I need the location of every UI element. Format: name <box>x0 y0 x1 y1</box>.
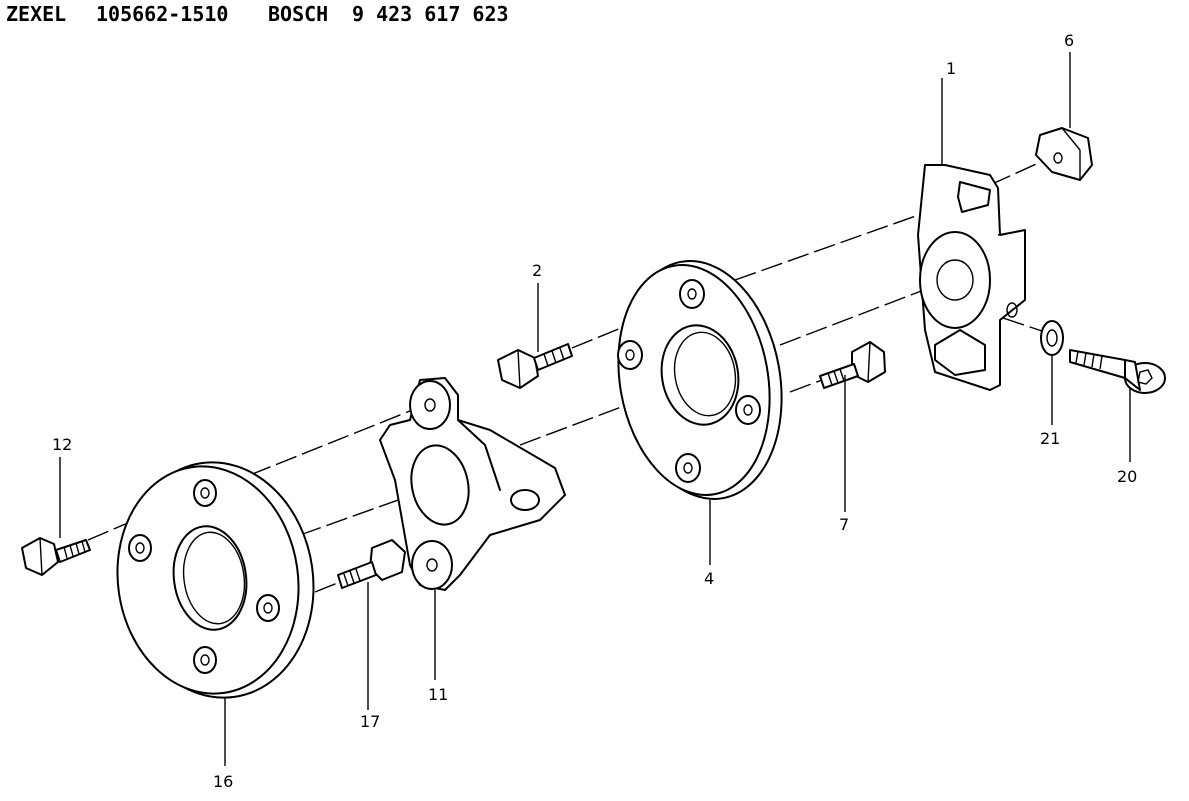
block-6 <box>1035 127 1093 181</box>
flange-disc-16 <box>116 461 315 699</box>
header-brand: BOSCH <box>268 2 329 26</box>
callout-1: 1 <box>946 59 956 78</box>
callout-6: 6 <box>1064 31 1074 50</box>
screw-20 <box>1069 349 1166 394</box>
callout-16: 16 <box>213 772 233 791</box>
washer-21 <box>1040 320 1064 356</box>
stud-17 <box>337 539 406 589</box>
callout-2: 2 <box>532 261 542 280</box>
callout-12: 12 <box>52 435 72 454</box>
bolt-2 <box>497 343 573 389</box>
callout-7: 7 <box>839 515 849 534</box>
callout-labels: 1 2 4 6 7 11 12 16 17 20 21 <box>52 31 1137 791</box>
callout-11: 11 <box>428 685 448 704</box>
bolt-12 <box>21 537 91 576</box>
coupling-housing-1 <box>917 164 1026 391</box>
header-brand-part-number: 9 423 617 623 <box>352 2 509 26</box>
callout-20: 20 <box>1117 467 1137 486</box>
callout-17: 17 <box>360 712 380 731</box>
header-maker: ZEXEL <box>6 2 67 26</box>
header-maker-part-number: 105662-1510 <box>96 2 229 26</box>
bolt-7 <box>819 341 886 389</box>
flange-disc-4 <box>617 260 783 500</box>
bracket-11 <box>379 377 566 591</box>
leader-lines <box>59 52 1131 766</box>
callout-21: 21 <box>1040 429 1060 448</box>
callout-4: 4 <box>704 569 714 588</box>
